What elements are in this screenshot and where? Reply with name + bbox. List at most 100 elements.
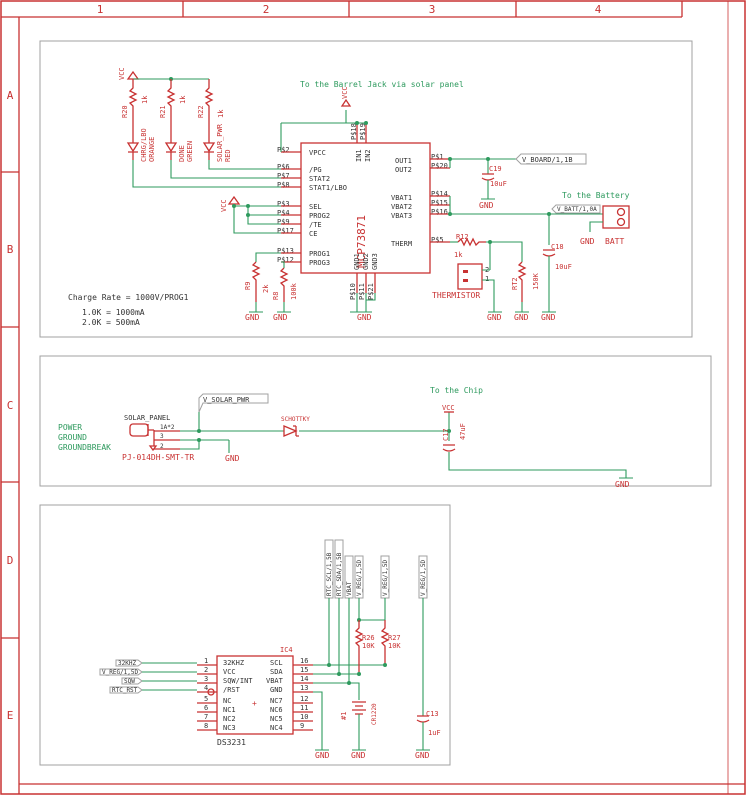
note-to-chip: To the Chip [430, 386, 483, 395]
pin-nc6: NC6 [270, 706, 283, 714]
svg-text:1: 1 [485, 275, 489, 283]
col-label-3: 3 [429, 3, 436, 16]
flag-v-solar [198, 393, 269, 413]
pin-nc3: NC3 [223, 724, 236, 732]
pin-num: P$11 [358, 283, 366, 300]
pin-num: P$13 [277, 247, 294, 255]
flag-rtc-rst [109, 686, 143, 694]
vcc-label: VCC [341, 86, 349, 99]
sheet-charger-border [39, 40, 693, 338]
gnd-label: GND [315, 751, 330, 760]
pin-num: P$2 [277, 146, 290, 154]
pin-num: P$17 [277, 227, 294, 235]
flag-rtc-rst-label: RTC_RST [112, 687, 138, 694]
pin-in1: IN1 [355, 149, 363, 162]
pin-num: P$15 [431, 199, 448, 207]
note-battery: To the Battery [562, 191, 630, 200]
pin-vbat3: VBAT3 [391, 212, 412, 220]
pin-sel: SEL [309, 203, 322, 211]
pin-num: 6 [204, 704, 208, 712]
note-rate-1k: 1.0K = 1000mA [82, 308, 145, 317]
gnd-label: GND [479, 201, 494, 210]
flag-vreg-c-label: V_REG/1,5D [420, 559, 427, 596]
coin-cell-battery [352, 701, 366, 715]
pin-num: 13 [300, 684, 308, 692]
flag-32khz-label: 32KHZ [118, 660, 136, 667]
r20-value: 1k [141, 95, 149, 104]
r8-name: R8 [272, 292, 280, 300]
pin-num: 12 [300, 695, 308, 703]
pin-sqw: SQW/INT [223, 677, 253, 685]
row-label-e: E [7, 709, 14, 722]
pin-vcc: VCC [223, 668, 236, 676]
flag-v-board [515, 153, 587, 165]
pin-nc4: NC4 [270, 724, 283, 732]
pin-num: 4 [204, 684, 208, 692]
batt-label: BATT [605, 237, 624, 246]
pin-num: P$16 [431, 208, 448, 216]
flag-rtc-scl-label: RTC_SCL/1,5B [326, 552, 333, 596]
c13-name: C13 [426, 710, 439, 718]
pin-num: P$10 [349, 283, 357, 300]
ds3231-body [216, 655, 294, 735]
pin-stat1: STAT1/LBO [309, 184, 347, 192]
pin-rst: /RST [223, 686, 241, 694]
r26-resistor [354, 620, 364, 674]
flag-vreg-b-label: V_REG/1,5D [382, 559, 389, 596]
r22-value: 1k [217, 109, 225, 118]
c19-name: C19 [489, 165, 502, 173]
gnd-label: GND [487, 313, 502, 322]
vcc-label: VCC [118, 67, 126, 80]
pin-num: P$8 [277, 181, 290, 189]
row-label-c: C [7, 399, 14, 412]
pin-ce: CE [309, 230, 317, 238]
r21-value: 1k [179, 95, 187, 104]
rt2-resistor [517, 261, 527, 302]
col-label-2: 2 [263, 3, 270, 16]
gnd-label: GND [351, 751, 366, 760]
gnd-label: GND [615, 480, 630, 489]
pin-num: P$20 [431, 162, 448, 170]
c19-value: 10uF [490, 180, 507, 188]
pin-32khz: 32KHZ [223, 659, 244, 667]
pin-num: 15 [300, 666, 308, 674]
led-green [164, 142, 178, 153]
row-label-b: B [7, 243, 14, 256]
flag-sqw-label: SQW [124, 678, 135, 685]
flag-v-solar-label: V_SOLAR_PWR [203, 396, 250, 404]
thermistor-connector [457, 263, 483, 290]
pin-prog3: PROG3 [309, 259, 330, 267]
r26-value: 10K [362, 642, 375, 650]
pin-prog1: PROG1 [309, 250, 330, 258]
ds3231-name: DS3231 [217, 738, 246, 747]
pin-num: 16 [300, 657, 308, 665]
pin-nc1: NC1 [223, 706, 236, 714]
r12-resistor [457, 237, 486, 247]
gnd-label: GND [415, 751, 430, 760]
pin-nc7: NC7 [270, 697, 283, 705]
r12-name: R12 [456, 233, 469, 241]
r27-value: 10K [388, 642, 401, 650]
flag-vreg-label: V_REG/1,5D [102, 669, 139, 676]
pin-num: 3 [204, 675, 208, 683]
row-label-d: D [7, 554, 14, 567]
r22-name: R22 [197, 105, 205, 118]
pin-nc2: NC2 [223, 715, 236, 723]
r26-name: R26 [362, 634, 375, 642]
pin-te: /TE [309, 221, 322, 229]
pin-num: P$12 [277, 256, 294, 264]
pin-out2: OUT2 [395, 166, 412, 174]
sheet-charger: To the Barrel Jack via solar panel To th… [68, 67, 630, 327]
ds3231-ref: IC4 [280, 646, 293, 654]
legend-groundbreak: GROUNDBREAK [58, 443, 111, 452]
pin-pg: /PG [309, 166, 322, 174]
sheet-solar-border [39, 355, 712, 487]
pin-scl: SCL [270, 659, 283, 667]
vcc-label: VCC [220, 199, 228, 212]
schottky-diode [283, 425, 299, 437]
barrel-jack [129, 423, 149, 437]
led-solar-name: SOLAR_PWR [216, 123, 224, 162]
jack-pin-1: 1A*2 [160, 424, 175, 431]
